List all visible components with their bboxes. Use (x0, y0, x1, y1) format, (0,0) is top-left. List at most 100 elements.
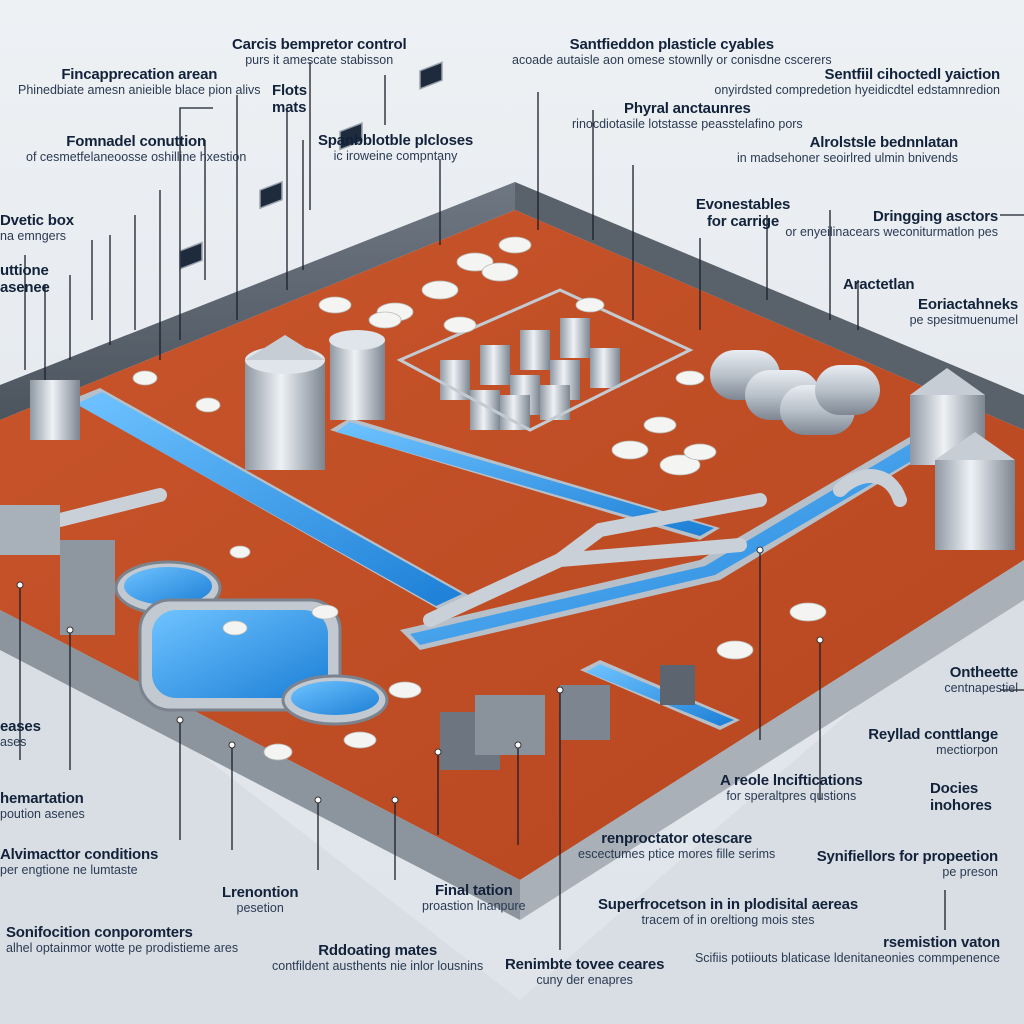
label-fincapprecation: Fincapprecation arean Phinedbiate amesn … (18, 66, 261, 98)
label-title: Phyral anctaunres (624, 100, 751, 117)
label-subtitle: Scifiis potiiouts blaticase ldenitaneoni… (694, 951, 1000, 966)
label-subtitle: tracem of in oreltiong mois stes (641, 913, 815, 928)
label-title: hemartation (0, 790, 84, 807)
label-title: Sonifocition conporomters (6, 924, 193, 941)
label-rsemistion: rsemistion vaton Scifiis potiiouts blati… (695, 934, 1000, 966)
label-evonestables: Evonestables for carrige (688, 196, 798, 231)
label-subtitle: contfildent austhents nie inlor lousnins (272, 959, 484, 974)
pools (114, 560, 389, 726)
label-santfieddon: Santfieddon plasticle cyables acoade aut… (512, 36, 832, 68)
label-subtitle: cuny der enapres (536, 973, 633, 988)
label-eases: eases ases (0, 718, 41, 750)
leader-lines (19, 62, 1024, 950)
label-carcis-bempretor: Carcis bempretor control purs it amescat… (232, 36, 407, 68)
back-wall-left (0, 182, 515, 420)
label-title: Sentfiil cihoctedl yaiction (824, 66, 1001, 83)
label-alrolstsle: Alrolstsle bednnlatan in madsehoner seoi… (737, 134, 958, 166)
label-title: Final tation (434, 882, 513, 899)
label-lrenontion: Lrenontion pesetion (222, 884, 299, 916)
label-subtitle: Phinedbiate amesn anieible blace pion al… (18, 83, 261, 98)
label-subtitle: alhel optainmor wotte pe prodistieme are… (6, 941, 239, 956)
label-eoriactahneks: Eoriactahneks pe spesitmuenumel (910, 296, 1019, 328)
label-fomnadel: Fomnadel conuttion of cesmetfelaneoosse … (26, 133, 246, 165)
tank-frame (396, 288, 694, 432)
label-alvimacttor: Alvimacttor conditions per engtione ne l… (0, 846, 158, 878)
label-title: Spanbblotble plcloses (318, 132, 473, 149)
label-ontheette: Ontheette centnapestiel (944, 664, 1018, 696)
label-title: Lrenontion (222, 884, 299, 901)
label-title: Reyllad conttlange (868, 726, 998, 743)
machines (0, 505, 695, 770)
label-subtitle: pe preson (942, 865, 998, 880)
leader-pins (16, 546, 824, 804)
silos (30, 330, 1015, 550)
label-title: Dringging asctors (873, 208, 998, 225)
label-title: Dvetic box (0, 212, 74, 229)
back-wall-right (515, 182, 1024, 430)
label-title: uttione asenee (0, 262, 50, 297)
label-subtitle: rinocdiotasile lotstasse peasstelafino p… (572, 117, 803, 132)
label-title: Santfieddon plasticle cyables (569, 36, 774, 53)
label-title: Rddoating mates (318, 942, 437, 959)
pipes (53, 469, 907, 627)
label-title: A reole lnciftications (720, 772, 863, 789)
label-title: eases (0, 718, 41, 735)
label-reyllad: Reyllad conttlange mectiorpon (868, 726, 998, 758)
label-subtitle: or enyeilinacears weconiturmatlon pes (785, 225, 998, 240)
label-uttione: uttione asenee (0, 262, 70, 297)
label-subtitle: ases (0, 735, 27, 750)
label-title: Flots mats (272, 82, 307, 117)
label-renimbte: Renimbte tovee ceares cuny der enapres (505, 956, 664, 988)
label-subtitle: for speraltpres qustions (726, 789, 857, 804)
windows (179, 61, 443, 270)
label-title: Docies inohores (930, 780, 992, 815)
label-title: Alvimacttor conditions (0, 846, 159, 863)
label-title: Fincapprecation arean (61, 66, 218, 83)
label-subtitle: purs it amescate stabisson (245, 53, 394, 68)
label-title: Ontheette (949, 664, 1018, 681)
horizontal-tanks (710, 350, 880, 435)
label-subtitle: escectumes ptice mores fille serims (578, 847, 776, 862)
label-synifiellors: Synifiellors for propeetion pe preson (817, 848, 998, 880)
label-renproctator: renproctator otescare escectumes ptice m… (578, 830, 775, 862)
label-title: Renimbte tovee ceares (505, 956, 665, 973)
label-aractetlan: Aractetlan (843, 276, 915, 293)
label-hemartation: hemartation poution asenes (0, 790, 85, 822)
label-title: Fomnadel conuttion (66, 133, 206, 150)
ground-plane (0, 560, 1024, 1024)
label-subtitle: per engtione ne lumtaste (0, 863, 138, 878)
animals (132, 236, 827, 761)
label-phyral: Phyral anctaunres rinocdiotasile lotstas… (572, 100, 803, 132)
label-subtitle: proastion lnanpure (422, 899, 526, 914)
label-title: Synifiellors for propeetion (816, 848, 998, 865)
label-title: rsemistion vaton (883, 934, 1000, 951)
label-subtitle: na emngers (0, 229, 67, 244)
label-rddoating: Rddoating mates contfildent austhents ni… (272, 942, 483, 974)
label-subtitle: ic iroweine compntany (333, 149, 458, 164)
label-final-tation: Final tation proastion lnanpure (422, 882, 526, 914)
label-dringging: Dringging asctors or enyeilinacears weco… (785, 208, 998, 240)
label-superfrocetson: Superfrocetson in in plodisital aereas t… (598, 896, 858, 928)
label-title: Carcis bempretor control (232, 36, 407, 53)
label-subtitle: centnapestiel (944, 681, 1018, 696)
label-sonifocition: Sonifocition conporomters alhel optainmo… (6, 924, 238, 956)
tank-cluster (440, 318, 620, 430)
label-flots-mats: Flots mats (272, 82, 332, 117)
label-subtitle: acoade autaisle aon omese stownlly or co… (512, 53, 832, 68)
label-sentfiil: Sentfiil cihoctedl yaiction onyirdsted c… (714, 66, 1000, 98)
label-subtitle: pesetion (236, 901, 284, 916)
slab-edge-right (520, 560, 1024, 920)
label-title: Aractetlan (843, 276, 915, 293)
label-title: Evonestables for carrige (695, 196, 791, 231)
label-subtitle: in madsehoner seoirlred ulmin bnivends (737, 151, 958, 166)
label-subtitle: mectiorpon (936, 743, 998, 758)
label-title: Alrolstsle bednnlatan (809, 134, 959, 151)
label-a-reole: A reole lnciftications for speraltpres q… (720, 772, 863, 804)
label-subtitle: of cesmetfelaneoosse oshilline hxestion (26, 150, 247, 165)
label-spanbblotble: Spanbblotble plcloses ic iroweine compnt… (318, 132, 473, 164)
label-title: Eoriactahneks (918, 296, 1018, 313)
label-dvetic-box: Dvetic box na emngers (0, 212, 74, 244)
label-subtitle: poution asenes (0, 807, 85, 822)
